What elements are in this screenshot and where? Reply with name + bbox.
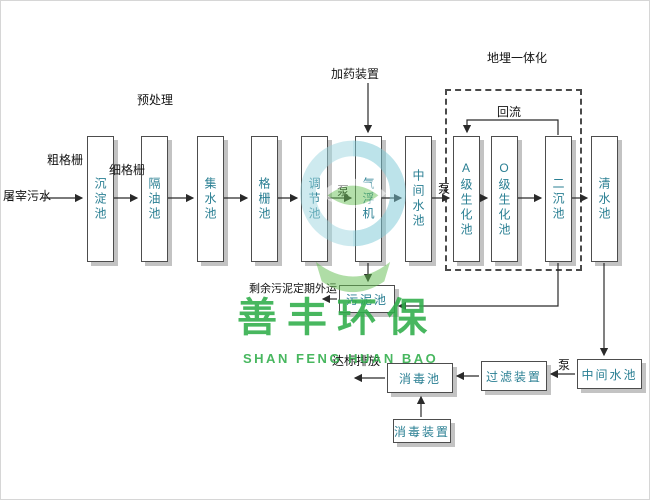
tank-intermediate-2: 中间水池: [577, 359, 642, 389]
tank-oil-separator-label: 隔油池: [147, 176, 161, 222]
tank-air-flotation: 气浮机: [355, 136, 382, 262]
tank-disinfection: 消毒池: [387, 363, 453, 393]
label-discharge: 达标排放: [332, 354, 381, 368]
tank-collecting-label: 集水池: [203, 176, 217, 222]
label-reflux: 回流: [497, 105, 522, 119]
tank-regulating: 调节池: [301, 136, 328, 262]
label-pump-1: 泵: [337, 184, 350, 198]
tank-secondary-sedimentation: 二沉池: [545, 136, 572, 262]
filter-device-box: 过滤装置: [481, 361, 547, 391]
label-excess-sludge: 剩余污泥定期外运: [249, 283, 337, 295]
tank-intermediate-1: 中间水池: [405, 136, 432, 262]
tank-oil-separator: 隔油池: [141, 136, 168, 262]
tank-intermediate-1-label: 中间水池: [411, 169, 425, 229]
tank-sedimentation: 沉淀池: [87, 136, 114, 262]
tank-sedimentation-label: 沉淀池: [93, 176, 107, 222]
label-fine-screen: 细格栅: [109, 163, 146, 177]
tank-clear-water-label: 清水池: [597, 176, 611, 222]
tank-a-biochemical: A级生化池: [453, 136, 480, 262]
disinfection-device-box: 消毒装置: [393, 419, 451, 443]
tank-screen: 格栅池: [251, 136, 278, 262]
tank-o-biochemical: O级生化池: [491, 136, 518, 262]
tank-o-biochemical-label: O级生化池: [497, 160, 511, 238]
tank-a-biochemical-label: A级生化池: [459, 160, 473, 238]
label-influent: 屠宰污水: [3, 189, 52, 203]
label-coarse-screen: 粗格栅: [47, 153, 84, 167]
tank-secondary-sedimentation-label: 二沉池: [551, 176, 565, 222]
label-pump-3: 泵: [558, 358, 571, 372]
label-underground-integrated: 地埋一体化: [487, 51, 548, 65]
tank-clear-water: 清水池: [591, 136, 618, 262]
tank-collecting: 集水池: [197, 136, 224, 262]
label-dosing-device: 加药装置: [331, 67, 380, 81]
label-pump-2: 泵: [438, 182, 451, 196]
tank-sludge: 污泥池: [339, 285, 395, 313]
tank-air-flotation-label: 气浮机: [361, 176, 375, 222]
label-pretreatment: 预处理: [137, 93, 174, 107]
tank-regulating-label: 调节池: [307, 176, 321, 222]
tank-screen-label: 格栅池: [257, 176, 271, 222]
